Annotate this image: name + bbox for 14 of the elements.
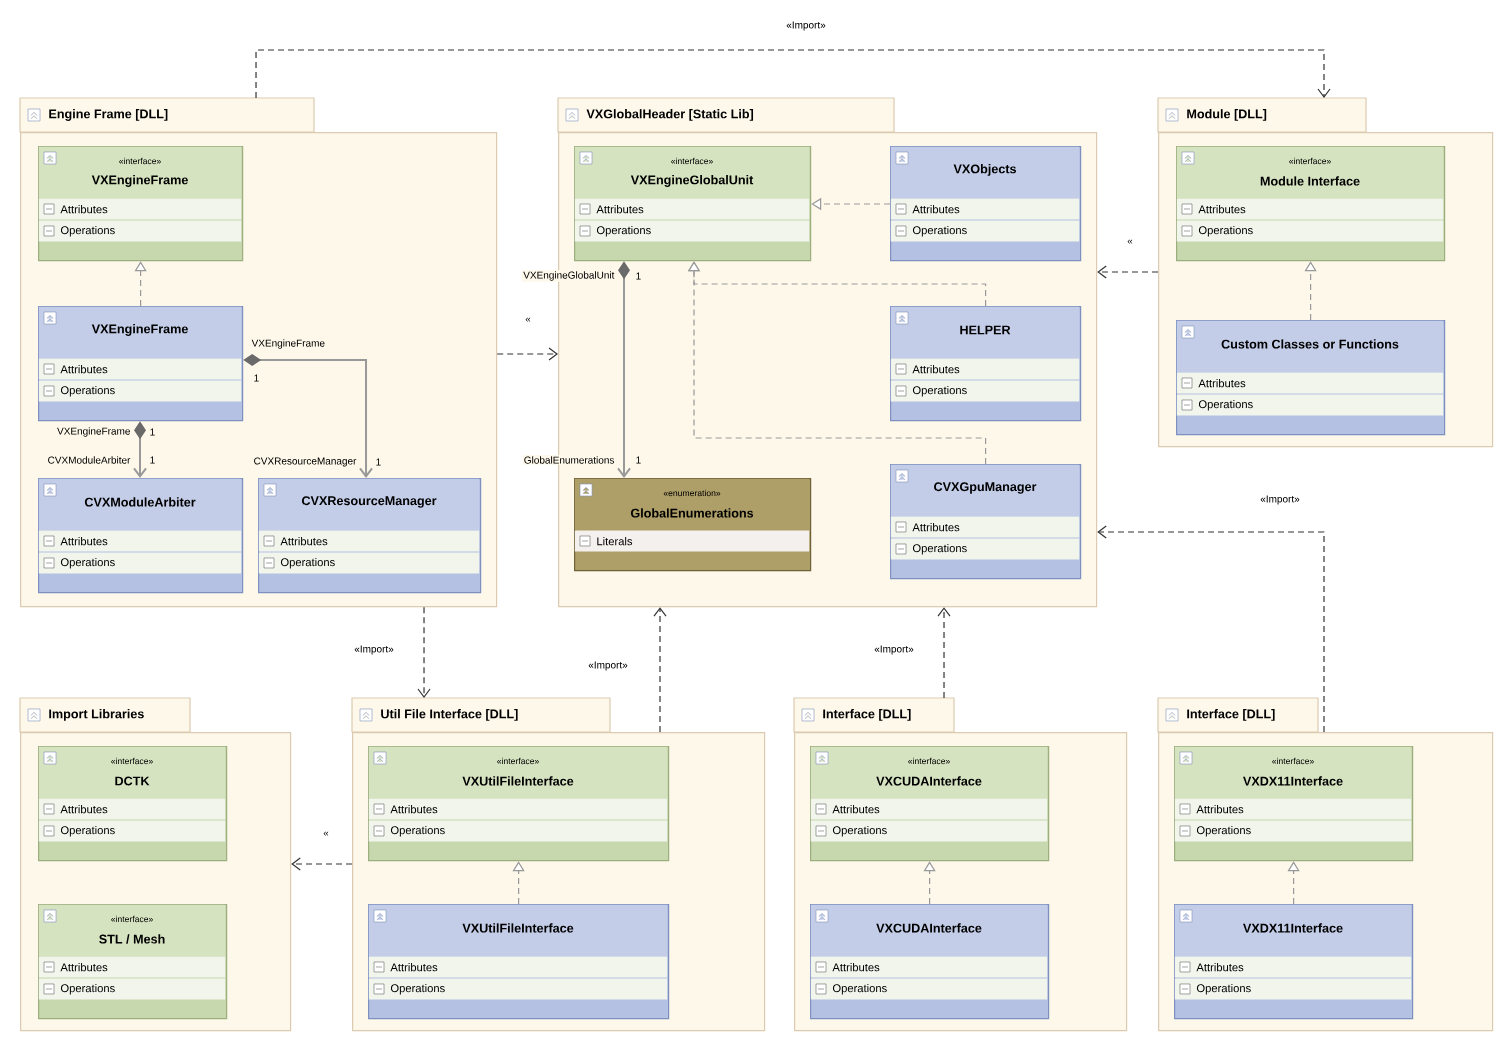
dependency-arrow bbox=[291, 857, 353, 871]
realization-arrow bbox=[923, 861, 936, 905]
dependency-arrow bbox=[653, 607, 667, 733]
realization-arrow bbox=[1304, 261, 1317, 321]
dependency-arrow bbox=[937, 607, 951, 699]
dependency-arrow bbox=[1097, 265, 1159, 279]
realization-arrow bbox=[134, 261, 147, 307]
realization-arrow bbox=[512, 861, 525, 905]
realization-arrow bbox=[687, 261, 987, 465]
dependency-arrow bbox=[255, 49, 1331, 99]
dependency-arrow bbox=[417, 606, 431, 698]
dependency-arrow bbox=[496, 347, 559, 361]
realization-arrow bbox=[1287, 861, 1300, 905]
dependency-arrow bbox=[1097, 525, 1325, 733]
